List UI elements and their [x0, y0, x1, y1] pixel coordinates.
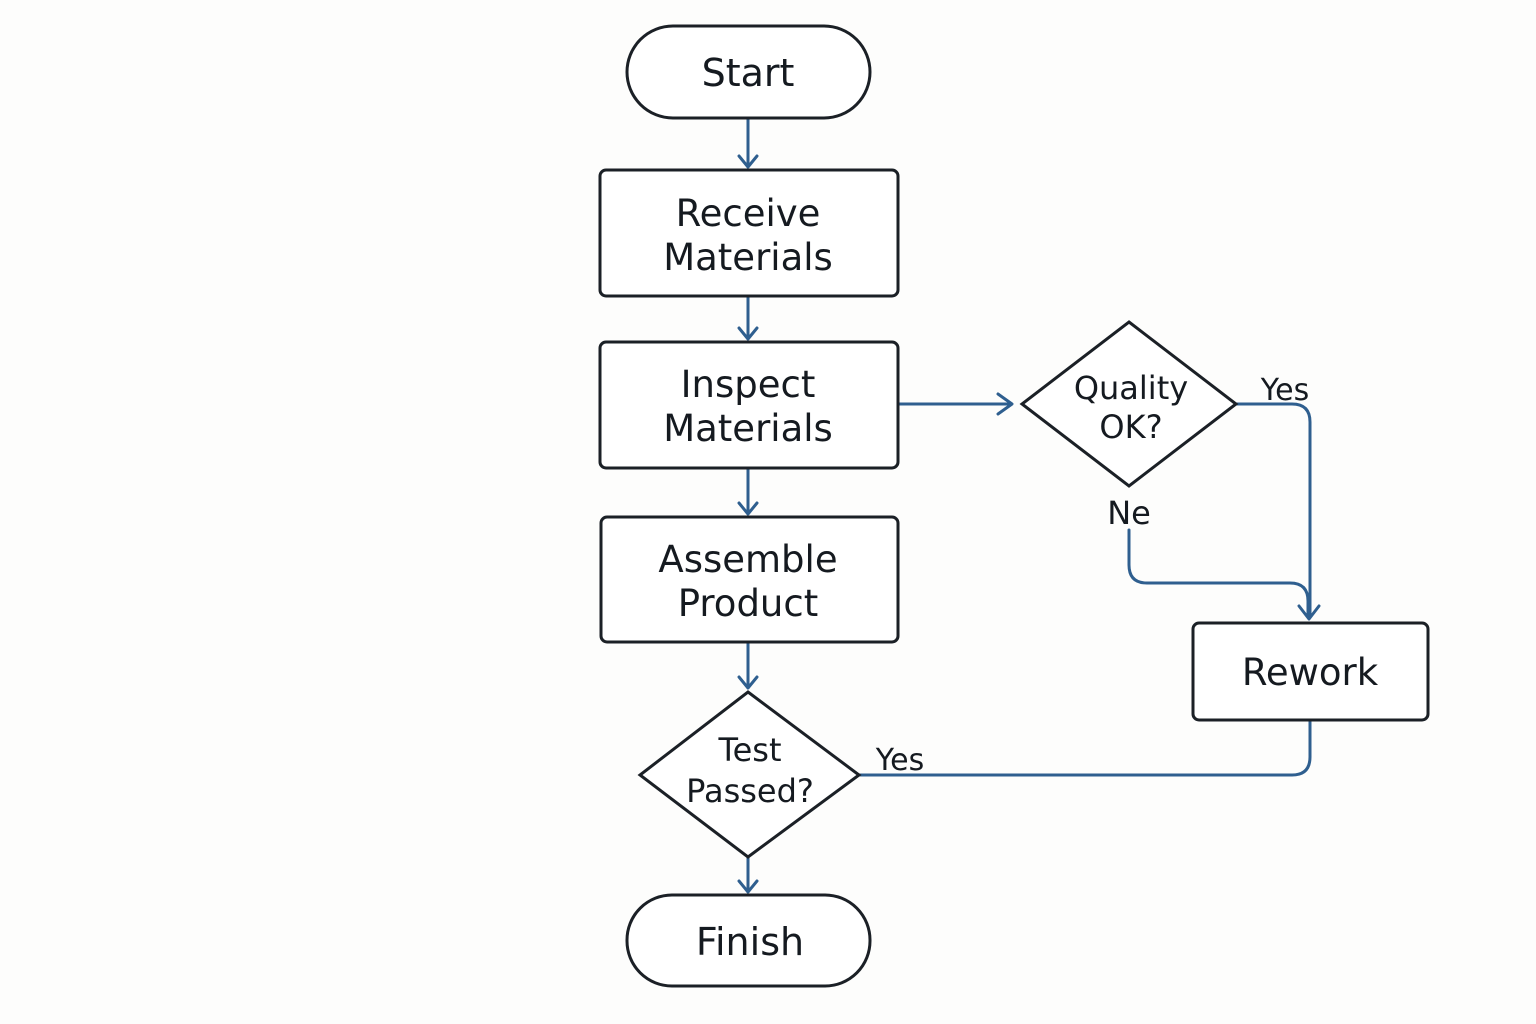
arrowhead-receive	[737, 154, 759, 169]
quality-ok-label-line2: OK?	[1099, 408, 1162, 446]
arrowhead-inspect	[737, 326, 759, 341]
connector-rework-test	[858, 719, 1312, 777]
node-inspect-materials: Inspect Materials	[598, 340, 900, 470]
connector-quality-yes-rework	[1234, 402, 1312, 619]
arrowhead-assemble	[737, 501, 759, 516]
connectors	[737, 117, 1321, 894]
quality-ok-decision-shape	[1019, 320, 1239, 488]
arrowhead-quality	[996, 392, 1014, 416]
arrowhead-rework	[1297, 604, 1321, 621]
quality-ok-label-line1: Quality	[1074, 369, 1188, 407]
rework-box	[1191, 621, 1430, 722]
receive-materials-box	[598, 168, 900, 298]
arrowhead-finish	[737, 879, 759, 894]
node-test-passed: Test Passed?	[637, 690, 862, 859]
rework-label: Rework	[1242, 651, 1379, 694]
receive-materials-label-line2: Materials	[663, 236, 833, 279]
finish-terminal-shape	[625, 893, 872, 988]
node-rework: Rework	[1191, 621, 1430, 722]
node-start: Start	[625, 24, 872, 120]
inspect-materials-label-line2: Materials	[663, 407, 833, 450]
assemble-product-label-line2: Product	[678, 582, 818, 625]
receive-materials-label-line1: Receive	[676, 192, 821, 235]
assemble-product-label-line1: Assemble	[658, 538, 837, 581]
assemble-product-box	[599, 515, 900, 644]
node-finish: Finish	[625, 893, 872, 988]
finish-label: Finish	[696, 920, 804, 964]
quality-no-label: Ne	[1107, 494, 1151, 532]
test-yes-label: Yes	[875, 743, 924, 778]
test-passed-label-line2: Passed?	[686, 772, 814, 810]
inspect-materials-label-line1: Inspect	[681, 363, 816, 406]
node-assemble-product: Assemble Product	[599, 515, 900, 644]
quality-yes-label: Yes	[1260, 373, 1309, 408]
inspect-materials-box	[598, 340, 900, 470]
arrowhead-test	[737, 675, 759, 690]
start-terminal-shape	[625, 24, 872, 120]
test-passed-decision-shape	[637, 690, 862, 859]
start-label: Start	[702, 51, 795, 95]
test-passed-label-line1: Test	[717, 731, 781, 769]
connector-quality-no-rework	[1127, 528, 1310, 619]
node-quality-ok: Quality OK?	[1019, 320, 1239, 488]
node-receive-materials: Receive Materials	[598, 168, 900, 298]
